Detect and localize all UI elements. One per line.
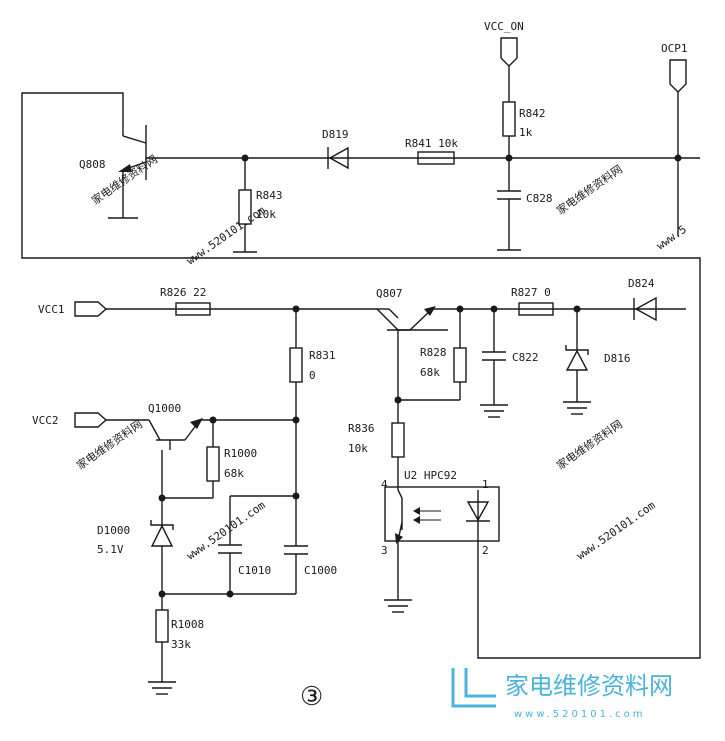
r836-resistor: R836 10k: [348, 400, 405, 490]
watermark-url-d: www.520101.com: [574, 498, 658, 562]
r841-label: R841 10k: [405, 137, 458, 150]
d1000-value: 5.1V: [97, 543, 124, 556]
c1000-label: C1000: [304, 564, 337, 577]
pin-3-label: 3: [381, 544, 388, 557]
d819-diode: D819: [322, 128, 349, 170]
logo-url: www.520101.com: [514, 709, 646, 720]
q1000-label: Q1000: [148, 402, 181, 415]
d1000-label: D1000: [97, 524, 130, 537]
r827-label: R827 0: [511, 286, 551, 299]
r841-resistor: R841 10k: [405, 137, 458, 165]
r836-label: R836: [348, 422, 375, 435]
figure-number: ③: [300, 682, 323, 712]
r836-value: 10k: [348, 442, 368, 455]
c1010-label: C1010: [238, 564, 271, 577]
ocp1-connector: OCP1: [661, 42, 688, 236]
logo-mark-icon: [451, 668, 496, 708]
u2-label: U2 HPC92: [404, 469, 457, 482]
r843-label: R843: [256, 189, 283, 202]
r828-label: R828: [420, 346, 447, 359]
watermarks: 家电维修资料网 www.520101.com 家电维修资料网 www.5 家电维…: [74, 152, 689, 563]
d1000-zener: D1000 5.1V: [97, 520, 174, 610]
vcc2-label: VCC2: [32, 414, 59, 427]
watermark-cn-b: 家电维修资料网: [554, 162, 625, 218]
d824-label: D824: [628, 277, 655, 290]
r827-resistor: R827 0: [511, 286, 554, 316]
r1000-resistor: R1000 68k: [158, 420, 257, 502]
r842-label: R842: [519, 107, 546, 120]
watermark-cn-c: 家电维修资料网: [74, 417, 145, 473]
d816-zener: D816: [563, 305, 631, 415]
r831-resistor: R831 0: [289, 305, 336, 546]
vcc-on-branch: VCC_ON R842 1k C828: [484, 20, 553, 251]
r828-value: 68k: [420, 366, 440, 379]
r1008-label: R1008: [171, 618, 204, 631]
d819-label: D819: [322, 128, 349, 141]
feedback-loop-wire: [21, 92, 701, 659]
d816-label: D816: [604, 352, 631, 365]
q1000-transistor: Q1000: [148, 402, 300, 525]
r826-resistor: R826 22: [160, 286, 211, 316]
r828-resistor: R828 68k: [394, 305, 467, 404]
pin-4-label: 4: [381, 478, 388, 491]
watermark-cn-d: 家电维修资料网: [554, 417, 625, 473]
vcc1-connector: VCC1: [38, 301, 108, 317]
c828-label: C828: [526, 192, 553, 205]
c822-capacitor: C822: [480, 305, 539, 418]
r1008-resistor: R1008 33k: [148, 609, 204, 695]
r1008-value: 33k: [171, 638, 191, 651]
vcc-on-label: VCC_ON: [484, 20, 524, 33]
d824-diode: D824: [628, 277, 657, 322]
r843-resistor: R843 10k: [233, 154, 283, 253]
watermark-url-c: www.5: [654, 223, 689, 253]
r842-value: 1k: [519, 126, 533, 139]
u2-optocoupler: U2 HPC92 4 1 3 2: [381, 469, 500, 613]
ocp1-label: OCP1: [661, 42, 688, 55]
r831-label: R831: [309, 349, 336, 362]
q807-transistor: Q807: [376, 287, 686, 400]
r1000-label: R1000: [224, 447, 257, 460]
vcc2-connector: VCC2: [32, 412, 149, 428]
c822-label: C822: [512, 351, 539, 364]
q807-label: Q807: [376, 287, 403, 300]
vcc1-label: VCC1: [38, 303, 65, 316]
q808-label: Q808: [79, 158, 106, 171]
r843-value: 10k: [256, 208, 276, 221]
site-logo: 家电维修资料网 www.520101.com: [451, 668, 673, 720]
c1010-c1000-network: C1010 C1000: [158, 492, 337, 598]
pin-2-label: 2: [482, 544, 489, 557]
r826-label: R826 22: [160, 286, 206, 299]
r831-value: 0: [309, 369, 316, 382]
logo-text: 家电维修资料网: [505, 672, 673, 700]
r1000-value: 68k: [224, 467, 244, 480]
pin-1-label: 1: [482, 478, 489, 491]
q808-transistor: Q808: [79, 125, 245, 219]
